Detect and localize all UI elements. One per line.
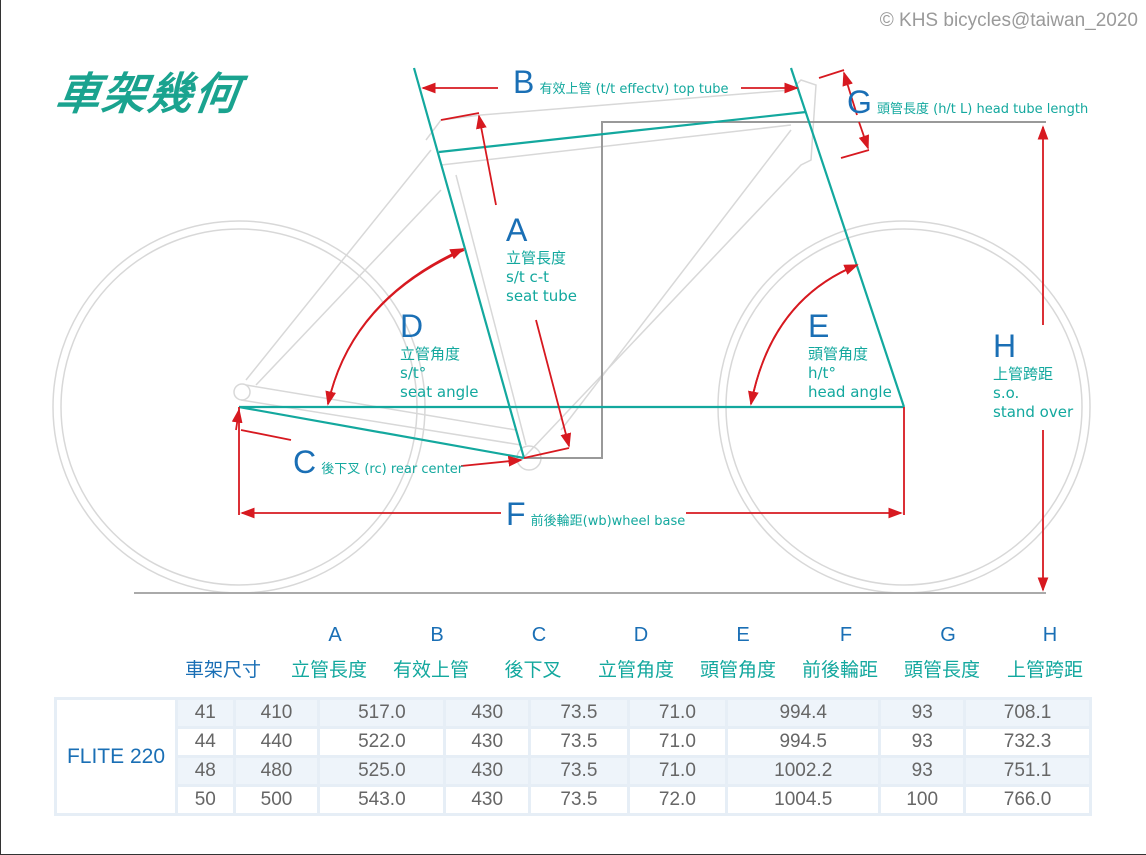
label-c: C 後下叉 (rc) rear center xyxy=(293,444,464,480)
table-cell: 430 xyxy=(446,787,529,813)
table-cell: 732.3 xyxy=(966,729,1089,755)
table-cell: 71.0 xyxy=(629,729,726,755)
table-cell: 73.5 xyxy=(531,787,627,813)
table-cell: 440 xyxy=(235,729,318,755)
table-cell: 430 xyxy=(446,700,529,726)
table-cell: 525.0 xyxy=(320,758,444,784)
label-f: F 前後輪距(wb)wheel base xyxy=(506,496,686,532)
table-cell: 73.5 xyxy=(531,729,627,755)
table-cell: 93 xyxy=(881,700,964,726)
top-tube-line xyxy=(438,110,807,154)
table-cell: 708.1 xyxy=(966,700,1089,726)
table-cell: 543.0 xyxy=(320,787,444,813)
bike-geometry-diagram xyxy=(52,67,1091,594)
table-cell: 72.0 xyxy=(629,787,726,813)
table-cell: 994.5 xyxy=(728,729,879,755)
table-cell: 517.0 xyxy=(320,700,444,726)
table-cell: 500 xyxy=(235,787,318,813)
label-e: E 頭管角度 h/t° head angle xyxy=(808,308,892,401)
table-cell: 410 xyxy=(235,700,318,726)
table-cell: 73.5 xyxy=(531,758,627,784)
head-tube-axis xyxy=(789,67,906,408)
table-cell: 48 xyxy=(178,758,233,784)
table-cell: 73.5 xyxy=(531,700,627,726)
copyright: © KHS bicycles@taiwan_2020 xyxy=(879,10,1138,31)
label-g: G 頭管長度 (h/t L) head tube length xyxy=(847,84,1089,120)
table-cell: 1002.2 xyxy=(728,758,879,784)
table-cell: 522.0 xyxy=(320,729,444,755)
table-cell: 430 xyxy=(446,758,529,784)
table-cell: 50 xyxy=(178,787,233,813)
table-cell: 994.4 xyxy=(728,700,879,726)
table-cell: 100 xyxy=(881,787,964,813)
table-cell: 430 xyxy=(446,729,529,755)
table-cell: 751.1 xyxy=(966,758,1089,784)
table-cell: 44 xyxy=(178,729,233,755)
seat-tube-axis xyxy=(412,67,526,459)
table-cell: 93 xyxy=(881,758,964,784)
table-cell: 71.0 xyxy=(629,700,726,726)
table-cell: 766.0 xyxy=(966,787,1089,813)
table-cell: 1004.5 xyxy=(728,787,879,813)
table-cell: 71.0 xyxy=(629,758,726,784)
label-a: A 立管長度 s/t c-t seat tube xyxy=(506,212,578,305)
label-h: H 上管跨距 s.o. stand over xyxy=(993,328,1074,421)
table-cell: 41 xyxy=(178,700,233,726)
label-d: D 立管角度 s/t° seat angle xyxy=(400,308,479,401)
table-cell: 93 xyxy=(881,729,964,755)
label-b: B 有效上管 (t/t effectv) top tube xyxy=(513,64,729,100)
table-cell: 480 xyxy=(235,758,318,784)
model-name: FLITE 220 xyxy=(57,700,175,813)
stand-over-box xyxy=(524,121,1046,459)
chainstay-line xyxy=(238,405,525,460)
